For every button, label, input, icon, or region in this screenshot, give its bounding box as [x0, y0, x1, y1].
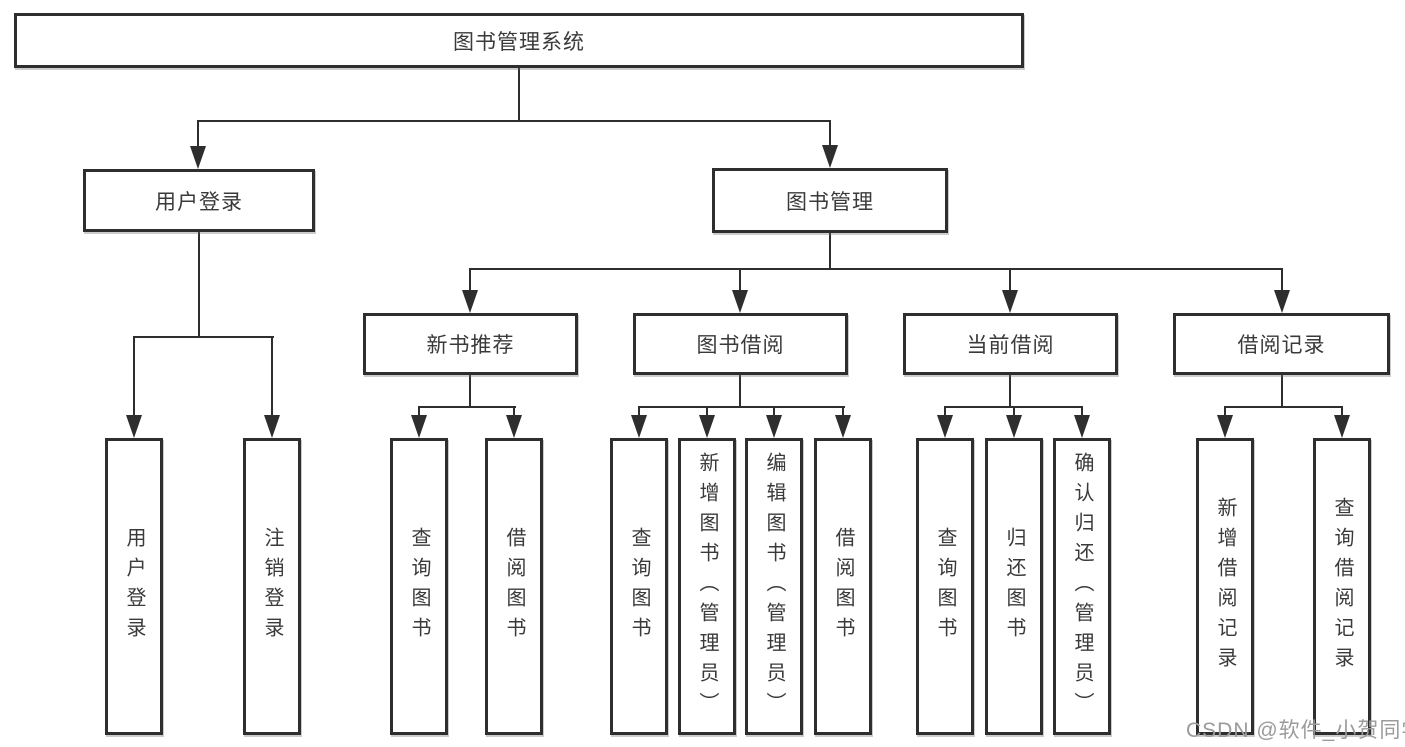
connector-line [829, 120, 831, 146]
arrow-down-icon [1274, 290, 1290, 313]
connector-line [1009, 375, 1011, 408]
arrow-down-icon [699, 415, 715, 438]
node-new-book-recommend: 新书推荐 [363, 313, 578, 375]
connector-line [469, 268, 1283, 270]
leaf-query-books-borrow: 查询图书 [610, 438, 668, 735]
connector-line [1341, 406, 1343, 417]
arrow-down-icon [1002, 290, 1018, 313]
watermark: CSDN @软件_小贺同学 [1186, 719, 1405, 742]
arrow-down-icon [631, 415, 647, 438]
connector-line [773, 406, 775, 417]
connector-line [418, 406, 516, 408]
connector-line [1224, 406, 1343, 408]
connector-line [739, 375, 741, 408]
arrow-down-icon [411, 415, 427, 438]
connector-line [271, 336, 273, 416]
connector-line [1224, 406, 1226, 417]
node-borrow-records: 借阅记录 [1173, 313, 1390, 375]
connector-line [706, 406, 708, 417]
connector-line [829, 233, 831, 269]
leaf-query-books-current: 查询图书 [916, 438, 974, 735]
arrow-down-icon [822, 145, 838, 168]
leaf-edit-books-admin: 编辑图书（管理员） [745, 438, 803, 735]
connector-line [1013, 406, 1015, 417]
connector-line [197, 120, 199, 147]
connector-line [513, 406, 515, 417]
connector-line [1009, 268, 1011, 292]
node-current-borrow: 当前借阅 [903, 313, 1118, 375]
connector-line [944, 406, 946, 417]
connector-line [469, 268, 471, 292]
arrow-down-icon [732, 290, 748, 313]
leaf-borrow-books: 借阅图书 [814, 438, 872, 735]
leaf-user-login: 用户登录 [105, 438, 163, 735]
arrow-down-icon [126, 415, 142, 438]
node-book-management: 图书管理 [712, 168, 948, 233]
leaf-add-books-admin: 新增图书（管理员） [678, 438, 736, 735]
connector-line [1281, 268, 1283, 292]
connector-line [842, 406, 844, 417]
connector-line [1281, 375, 1283, 408]
leaf-return-books: 归还图书 [985, 438, 1043, 735]
arrow-down-icon [190, 146, 206, 169]
connector-line [518, 68, 520, 121]
connector-line [469, 375, 471, 408]
leaf-add-borrow-record: 新增借阅记录 [1196, 438, 1254, 735]
arrow-down-icon [937, 415, 953, 438]
arrow-down-icon [506, 415, 522, 438]
leaf-query-books-newbook: 查询图书 [390, 438, 448, 735]
arrow-down-icon [1074, 415, 1090, 438]
connector-line [739, 268, 741, 292]
connector-line [198, 232, 200, 336]
arrow-down-icon [1217, 415, 1233, 438]
node-root: 图书管理系统 [14, 13, 1024, 68]
connector-line [1081, 406, 1083, 417]
connector-line [638, 406, 845, 408]
connector-line [638, 406, 640, 417]
connector-line [133, 336, 135, 416]
node-user-login: 用户登录 [83, 169, 315, 232]
arrow-down-icon [766, 415, 782, 438]
connector-line [418, 406, 420, 417]
leaf-borrow-books-newbook: 借阅图书 [485, 438, 543, 735]
connector-line [133, 336, 274, 338]
arrow-down-icon [1334, 415, 1350, 438]
leaf-logout: 注销登录 [243, 438, 301, 735]
arrow-down-icon [1006, 415, 1022, 438]
node-book-borrow: 图书借阅 [633, 313, 848, 375]
connector-line [197, 120, 831, 122]
arrow-down-icon [835, 415, 851, 438]
arrow-down-icon [462, 290, 478, 313]
leaf-confirm-return-admin: 确认归还（管理员） [1053, 438, 1111, 735]
leaf-query-borrow-record: 查询借阅记录 [1313, 438, 1371, 735]
arrow-down-icon [264, 415, 280, 438]
